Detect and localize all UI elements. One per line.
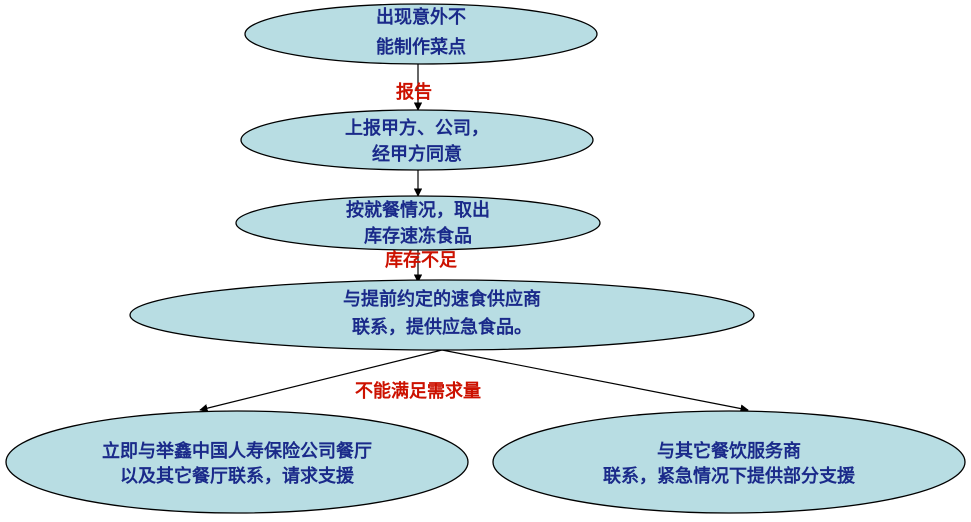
node-n1-line1: 出现意外不 <box>376 6 466 28</box>
node-n5: 立即与举鑫中国人寿保险公司餐厅 以及其它餐厅联系，请求支援 <box>5 410 469 514</box>
node-n5-line2: 以及其它餐厅联系，请求支援 <box>120 465 355 487</box>
node-n3-line1: 按就餐情况，取出 <box>346 199 490 221</box>
edge-label-report: 报告 <box>396 81 432 103</box>
node-n3: 按就餐情况，取出 库存速冻食品 <box>235 195 601 251</box>
node-n1-line2: 能制作菜点 <box>376 36 466 58</box>
node-n2-line1: 上报甲方、公司， <box>345 117 489 139</box>
node-n4: 与提前约定的速食供应商 联系，提供应急食品。 <box>129 279 755 351</box>
edge-n4-n6 <box>441 349 749 413</box>
node-n2-line2: 经甲方同意 <box>372 143 462 165</box>
node-n4-line2: 联系，提供应急食品。 <box>352 316 532 338</box>
node-n1: 出现意外不 能制作菜点 <box>244 3 598 65</box>
node-n6-line1: 与其它餐饮服务商 <box>657 440 801 462</box>
node-n3-line2: 库存速冻食品 <box>364 225 472 247</box>
node-n5-line1: 立即与举鑫中国人寿保险公司餐厅 <box>102 440 372 462</box>
node-n6: 与其它餐饮服务商 联系，紧急情况下提供部分支援 <box>492 410 966 514</box>
node-n2: 上报甲方、公司， 经甲方同意 <box>240 109 594 171</box>
edge-label-insufficient-stock: 库存不足 <box>385 249 457 271</box>
edge-n4-n5 <box>199 349 443 413</box>
node-n4-line1: 与提前约定的速食供应商 <box>343 288 541 310</box>
node-n6-line2: 联系，紧急情况下提供部分支援 <box>603 465 856 487</box>
edge-label-demand-unmet: 不能满足需求量 <box>355 380 481 402</box>
